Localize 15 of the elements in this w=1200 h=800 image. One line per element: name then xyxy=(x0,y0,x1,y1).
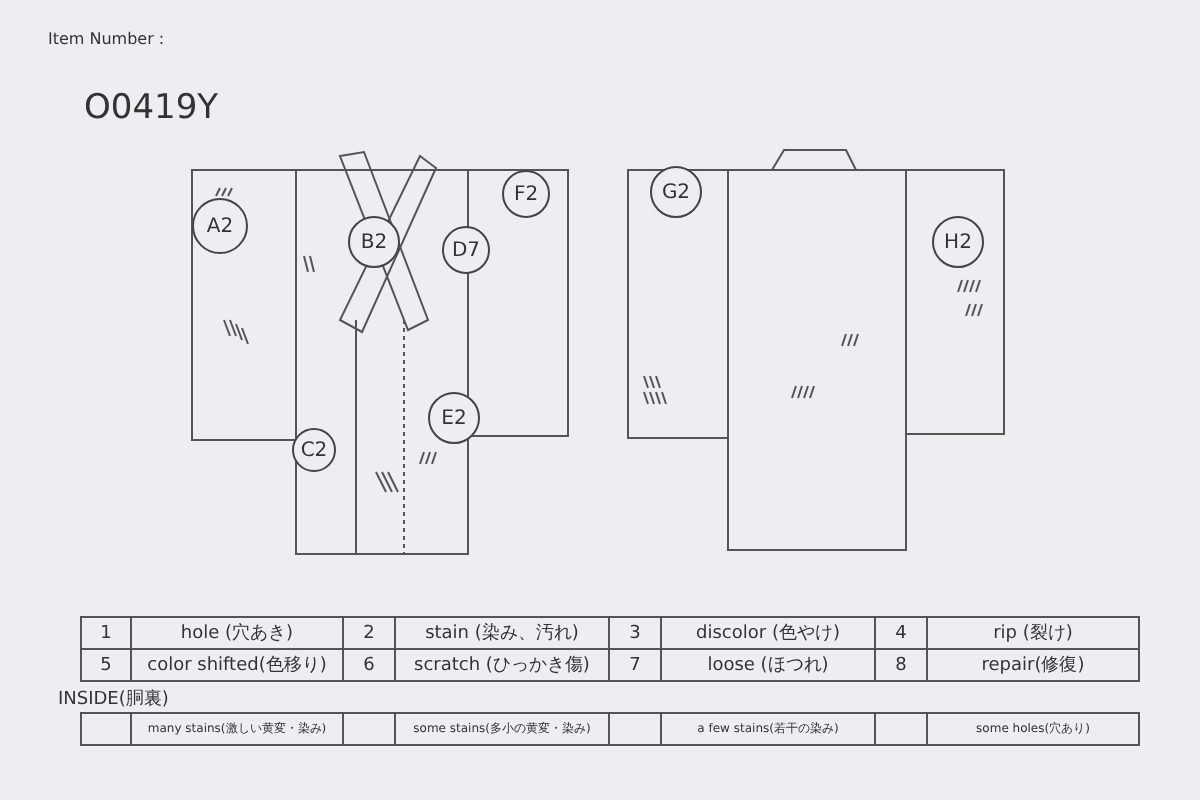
table-cell: repair(修復) xyxy=(926,648,1140,682)
circled-code: H2 xyxy=(932,216,984,268)
circled-code: E2 xyxy=(428,392,480,444)
table-cell: rip (裂け) xyxy=(926,616,1140,650)
circled-code: D7 xyxy=(442,226,490,274)
item-number: O0419Y xyxy=(84,88,219,128)
circled-code: A2 xyxy=(192,198,248,254)
table-cell: 5 xyxy=(80,648,132,682)
field-label: Item Number : xyxy=(48,30,165,48)
section-heading: INSIDE(胴裏) xyxy=(58,687,169,712)
circled-code: F2 xyxy=(502,170,550,218)
table-cell: 1 xyxy=(80,616,132,650)
circled-code: C2 xyxy=(292,428,336,472)
circled-code: B2 xyxy=(348,216,400,268)
circled-code: G2 xyxy=(650,166,702,218)
